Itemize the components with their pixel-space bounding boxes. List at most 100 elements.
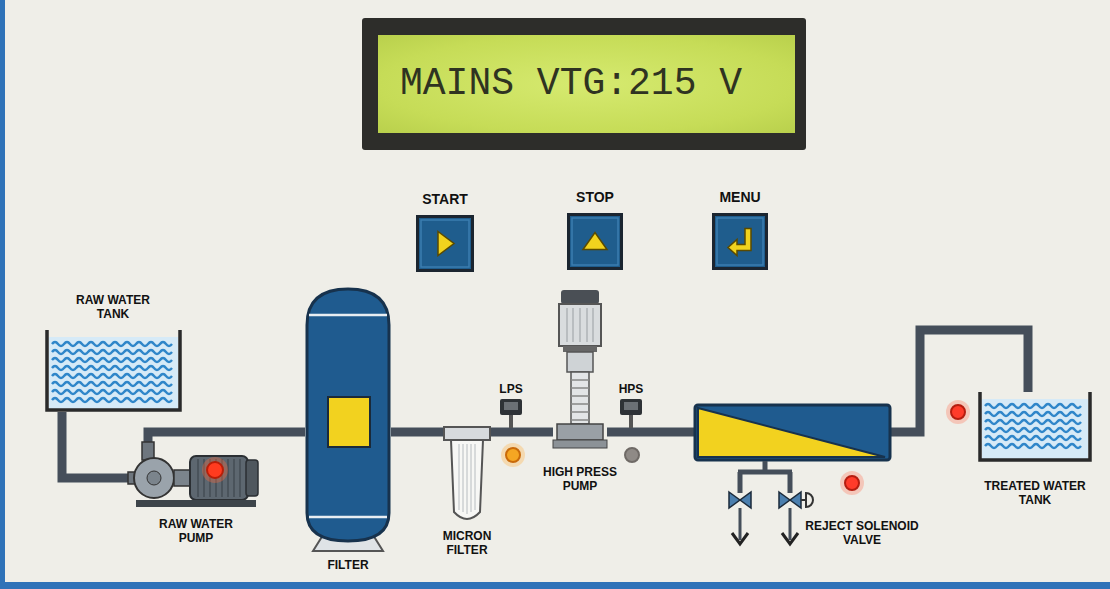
cartridge-filter-shape-part bbox=[451, 440, 483, 519]
menu-button-shape-part bbox=[717, 218, 763, 265]
stop-button: STOP bbox=[567, 213, 623, 270]
status-led bbox=[625, 448, 639, 462]
water-tank-shape-part bbox=[47, 330, 180, 410]
switch-label: HPS bbox=[619, 383, 644, 397]
label-holder: RAW WATER PUMP bbox=[150, 518, 242, 546]
menu-button-shape-part bbox=[728, 229, 751, 256]
status-led-part bbox=[845, 476, 859, 490]
label-holder: MICRON FILTER bbox=[431, 530, 503, 558]
label-holder: RAW WATER TANK bbox=[67, 294, 159, 322]
stop-button-shape-part bbox=[572, 218, 618, 265]
solenoid-valve-shape-part bbox=[779, 492, 801, 508]
solenoid-valve: REJECT SOLENOID VALVE bbox=[722, 486, 814, 548]
component-label: RAW WATER TANK bbox=[67, 294, 159, 322]
pressure-switch-part bbox=[504, 402, 518, 410]
component-label: HIGH PRESS PUMP bbox=[532, 466, 628, 494]
vertical-pump-shape-part bbox=[567, 308, 593, 342]
water-tank-shape bbox=[978, 392, 1092, 462]
component-label: FILTER bbox=[327, 559, 368, 573]
pressure-switch-part bbox=[500, 399, 522, 415]
pressure-switch-part bbox=[620, 399, 642, 415]
cartridge-filter-shape-part bbox=[444, 427, 490, 440]
vertical-pump-shape-part bbox=[563, 346, 597, 352]
label-holder: MENU bbox=[719, 189, 760, 205]
component-label: REJECT SOLENOID VALVE bbox=[800, 520, 924, 548]
label-holder: REJECT SOLENOID VALVE bbox=[800, 520, 924, 548]
centrifugal-pump-shape-part bbox=[207, 462, 223, 478]
centrifugal-pump-shape-part bbox=[246, 460, 258, 496]
water-tank: TREATED WATER TANK bbox=[978, 392, 1092, 462]
status-led-part bbox=[951, 405, 965, 419]
water-tank-shape-part bbox=[980, 392, 1090, 460]
menu-button-shape bbox=[712, 213, 768, 270]
filter-vessel-shape-part bbox=[309, 315, 387, 517]
label-holder: HIGH PRESS PUMP bbox=[532, 466, 628, 494]
start-button: START bbox=[416, 215, 474, 272]
status-led-part bbox=[840, 471, 864, 495]
filter-vessel-shape-part bbox=[328, 397, 370, 447]
start-button-shape-part bbox=[418, 217, 473, 271]
vertical-pump-shape-part bbox=[553, 440, 607, 448]
centrifugal-pump-shape bbox=[128, 442, 260, 508]
water-pipe bbox=[391, 428, 443, 437]
component-label: STOP bbox=[576, 189, 614, 205]
ro-membrane-part bbox=[695, 405, 890, 460]
vertical-pump-shape-part bbox=[571, 380, 589, 420]
solenoid-valve-shape-part bbox=[732, 533, 748, 544]
pressure-switch-part bbox=[624, 402, 638, 410]
pressure-switch bbox=[500, 399, 522, 428]
panel-edge bbox=[0, 582, 1110, 589]
status-led bbox=[946, 400, 970, 424]
status-led bbox=[840, 471, 864, 495]
solenoid-valve-shape-part bbox=[729, 492, 751, 508]
cartridge-filter-shape bbox=[443, 426, 491, 526]
label-holder: FILTER bbox=[327, 559, 368, 573]
lcd-screen: MAINS VTG:215 V bbox=[378, 35, 795, 133]
pressure-switch-part bbox=[629, 413, 633, 428]
menu-button: MENU bbox=[712, 213, 768, 270]
water-tank-shape-part bbox=[52, 342, 172, 402]
switch-label: LPS bbox=[499, 383, 522, 397]
ro-membrane-part bbox=[698, 408, 885, 457]
centrifugal-pump-shape-part bbox=[147, 471, 161, 485]
start-button-shape-part bbox=[438, 232, 454, 256]
solenoid-valve-shape-part bbox=[782, 533, 798, 544]
stop-button-shape-part bbox=[569, 215, 622, 269]
filter-vessel: FILTER bbox=[305, 285, 391, 553]
pressure-switch-part bbox=[509, 413, 513, 428]
solenoid-valve-shape-part bbox=[806, 493, 813, 507]
label-holder: STOP bbox=[576, 189, 614, 205]
vertical-pump-shape-part bbox=[567, 352, 593, 372]
ro-membrane bbox=[695, 405, 890, 460]
solenoid-valve-shape-part bbox=[789, 486, 792, 540]
status-led-part bbox=[501, 443, 525, 467]
solenoid-valve-shape bbox=[722, 486, 814, 548]
vertical-pump-shape bbox=[553, 290, 607, 450]
centrifugal-pump-shape-part bbox=[134, 458, 174, 498]
centrifugal-pump-shape-part bbox=[202, 457, 228, 483]
centrifugal-pump-shape-part bbox=[190, 456, 248, 500]
label-holder: START bbox=[422, 191, 468, 207]
vertical-pump: HIGH PRESS PUMP bbox=[553, 290, 607, 450]
vertical-pump-shape-part bbox=[559, 304, 601, 346]
water-tank-shape bbox=[45, 330, 182, 412]
water-tank: RAW WATER TANK bbox=[45, 330, 182, 412]
component-label: MICRON FILTER bbox=[431, 530, 503, 558]
vertical-pump-shape-part bbox=[571, 372, 589, 424]
water-tank-shape-part bbox=[49, 337, 178, 409]
start-button-shape-part bbox=[421, 220, 469, 267]
water-pipe bbox=[491, 428, 553, 437]
water-pipe bbox=[62, 412, 128, 478]
water-tank-shape-part bbox=[982, 399, 1088, 459]
status-led bbox=[501, 443, 525, 467]
stop-button-shape bbox=[567, 213, 623, 270]
status-led-part bbox=[946, 400, 970, 424]
menu-button-shape-part bbox=[714, 215, 767, 269]
cartridge-filter-shape-part bbox=[459, 444, 475, 514]
water-tank-shape-part bbox=[985, 404, 1081, 448]
stop-button-shape-part bbox=[583, 233, 607, 250]
label-holder: TREATED WATER TANK bbox=[974, 480, 1096, 508]
lcd-display: MAINS VTG:215 V bbox=[362, 18, 806, 150]
centrifugal-pump-shape-part bbox=[136, 500, 256, 507]
